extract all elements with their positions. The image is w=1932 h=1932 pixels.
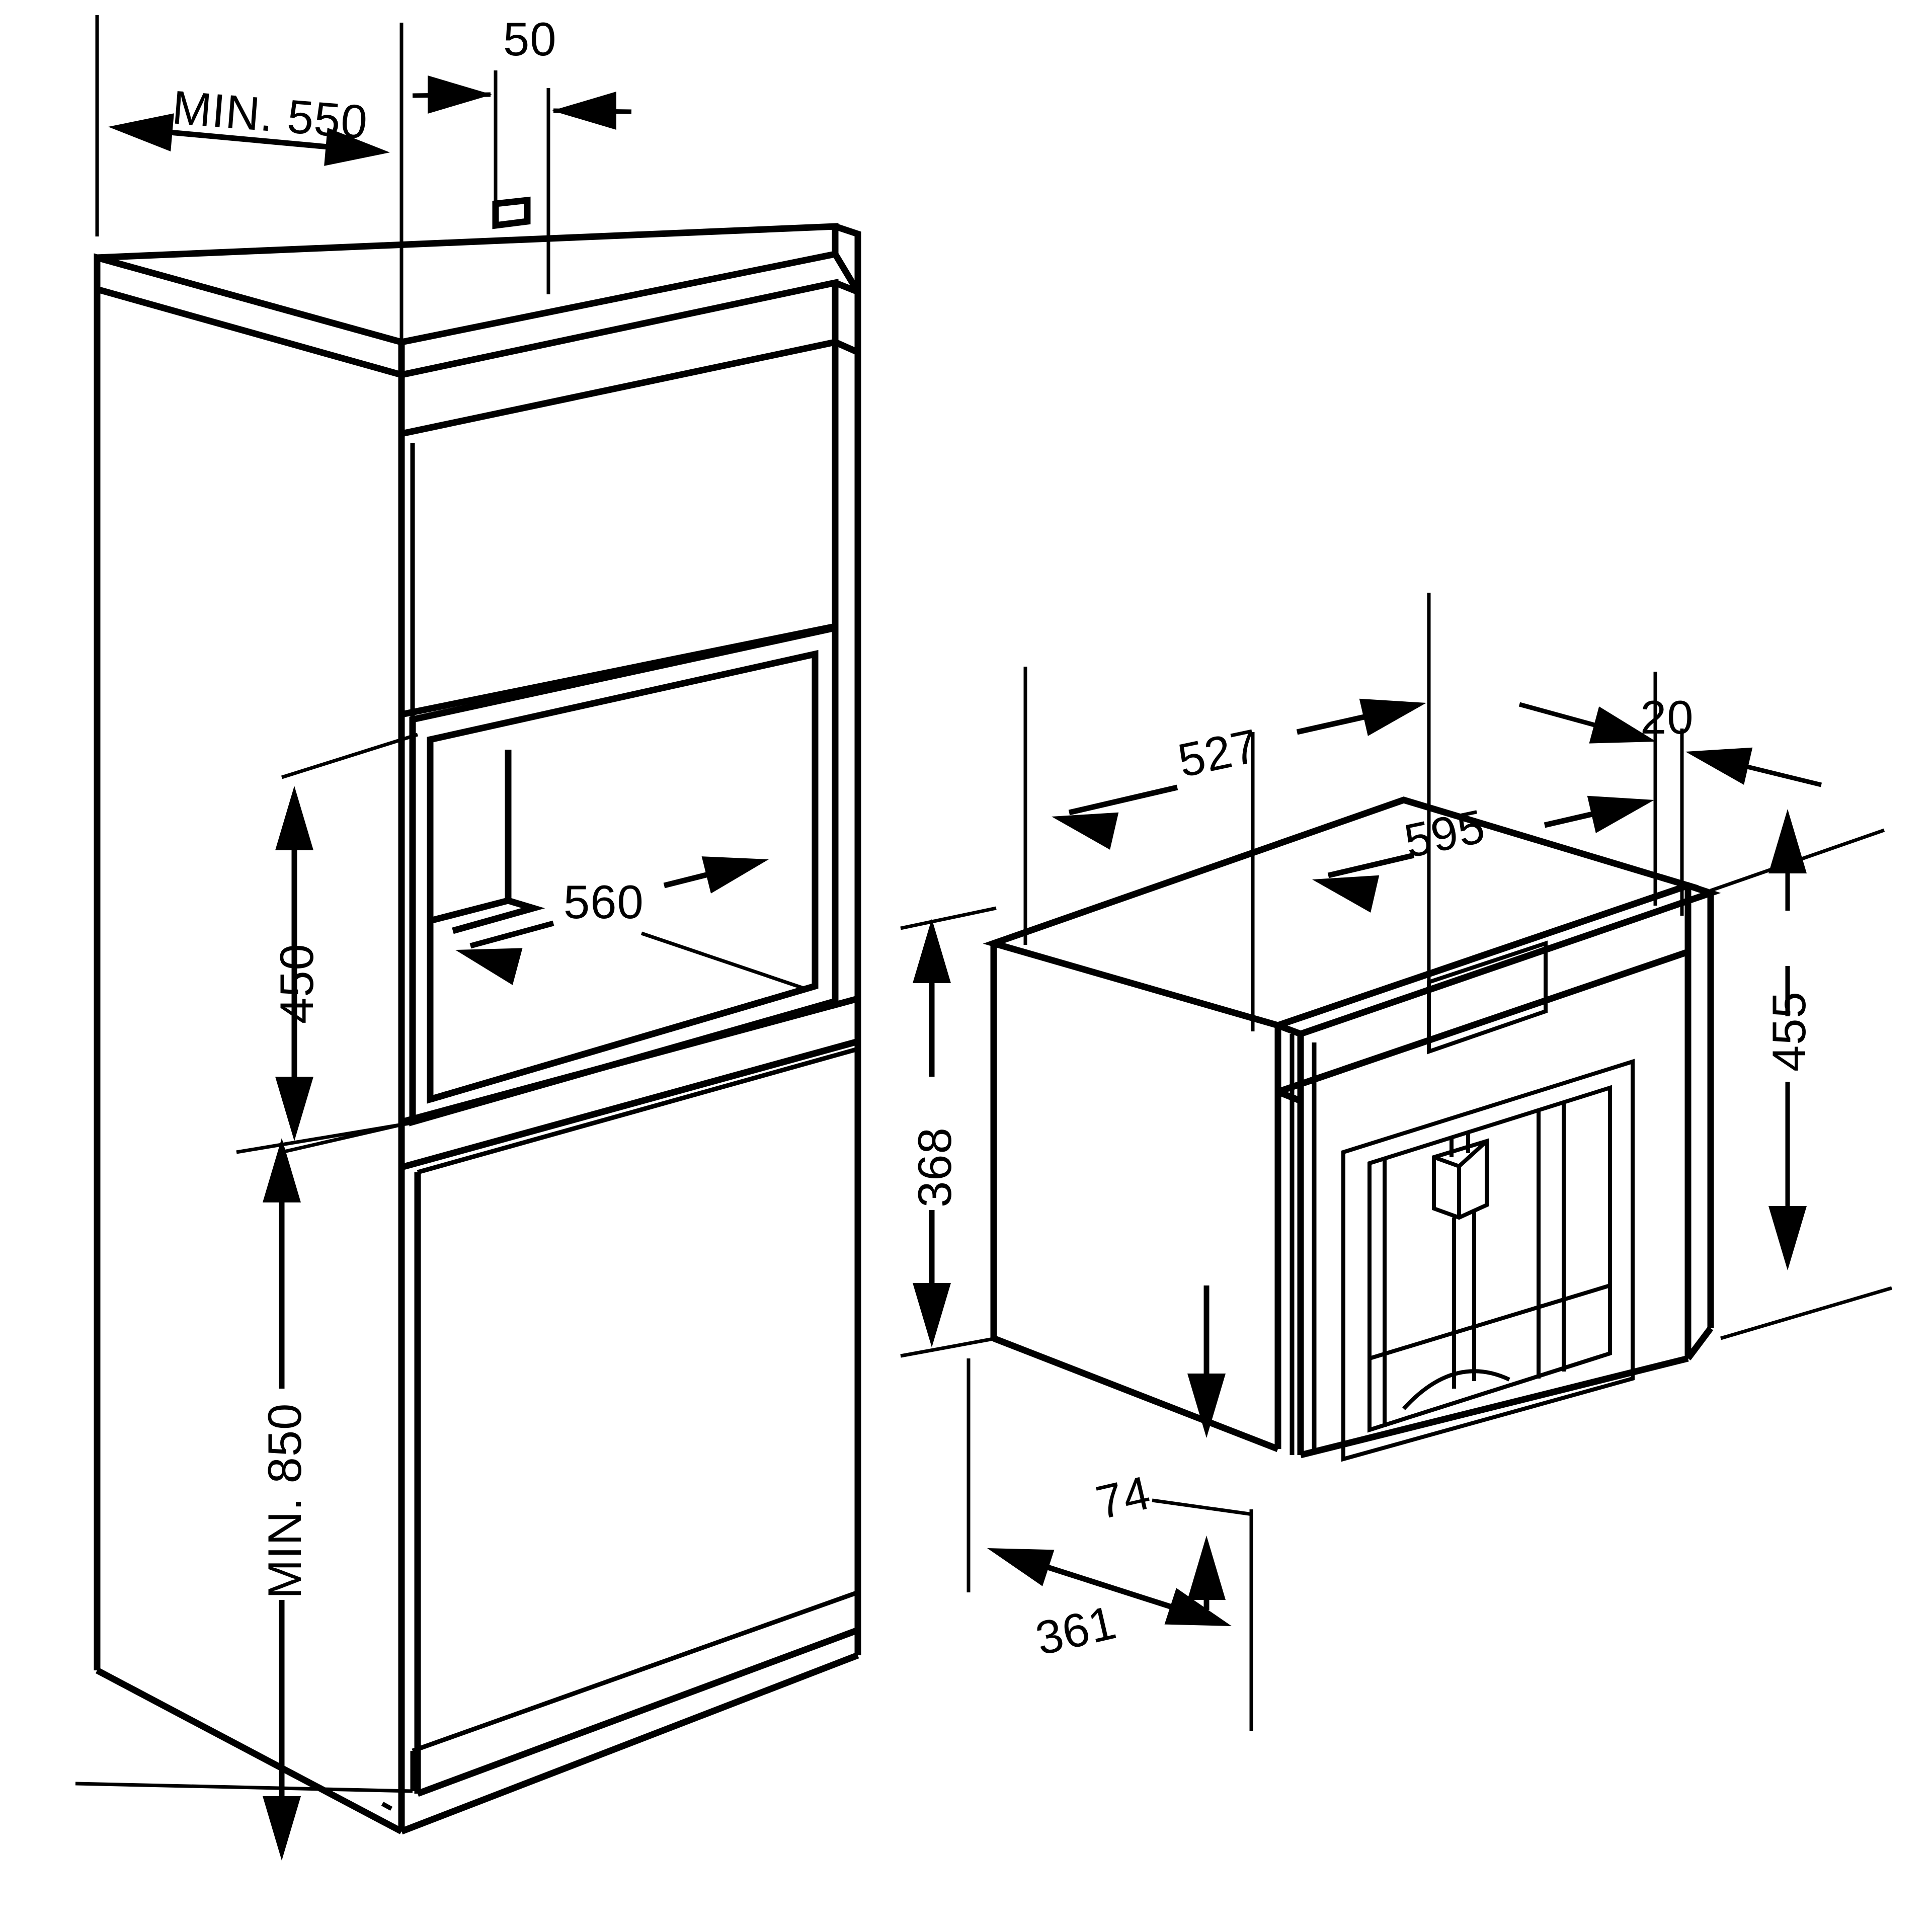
dimension-label-450: 450 bbox=[270, 943, 323, 1024]
coffee-spout bbox=[1402, 1132, 1510, 1410]
appliance-view: 527 595 20 bbox=[900, 593, 1892, 1731]
front-cavity bbox=[1341, 1059, 1635, 1462]
dimension-label-455: 455 bbox=[1762, 991, 1815, 1072]
dimension-20: 20 bbox=[1518, 691, 1822, 916]
dimension-label-560: 560 bbox=[564, 875, 644, 928]
dimension-label-74: 74 bbox=[1091, 1466, 1155, 1529]
dimension-450: 450 bbox=[270, 733, 419, 1154]
dimension-label-50: 50 bbox=[503, 13, 557, 65]
dimension-74: 74 bbox=[1091, 1285, 1253, 1610]
dimension-560: 560 bbox=[450, 841, 806, 991]
dimension-455: 455 bbox=[1710, 809, 1892, 1340]
dimension-50: 50 bbox=[412, 13, 632, 294]
appliance-fascia bbox=[1268, 882, 1721, 1459]
dimension-min-850: MIN. 850 bbox=[75, 1120, 418, 1861]
display-panel[interactable] bbox=[1427, 940, 1548, 1055]
cabinet-niche-opening bbox=[409, 623, 839, 1126]
dimension-label-20: 20 bbox=[1640, 691, 1694, 744]
dimension-label-min-850: MIN. 850 bbox=[258, 1403, 311, 1599]
cabinet-lower-door bbox=[398, 994, 861, 1797]
dimension-368: 368 bbox=[900, 906, 997, 1358]
dimension-label-368: 368 bbox=[908, 1127, 961, 1208]
cabinet-view: MIN. 550 50 450 bbox=[75, 13, 861, 1861]
